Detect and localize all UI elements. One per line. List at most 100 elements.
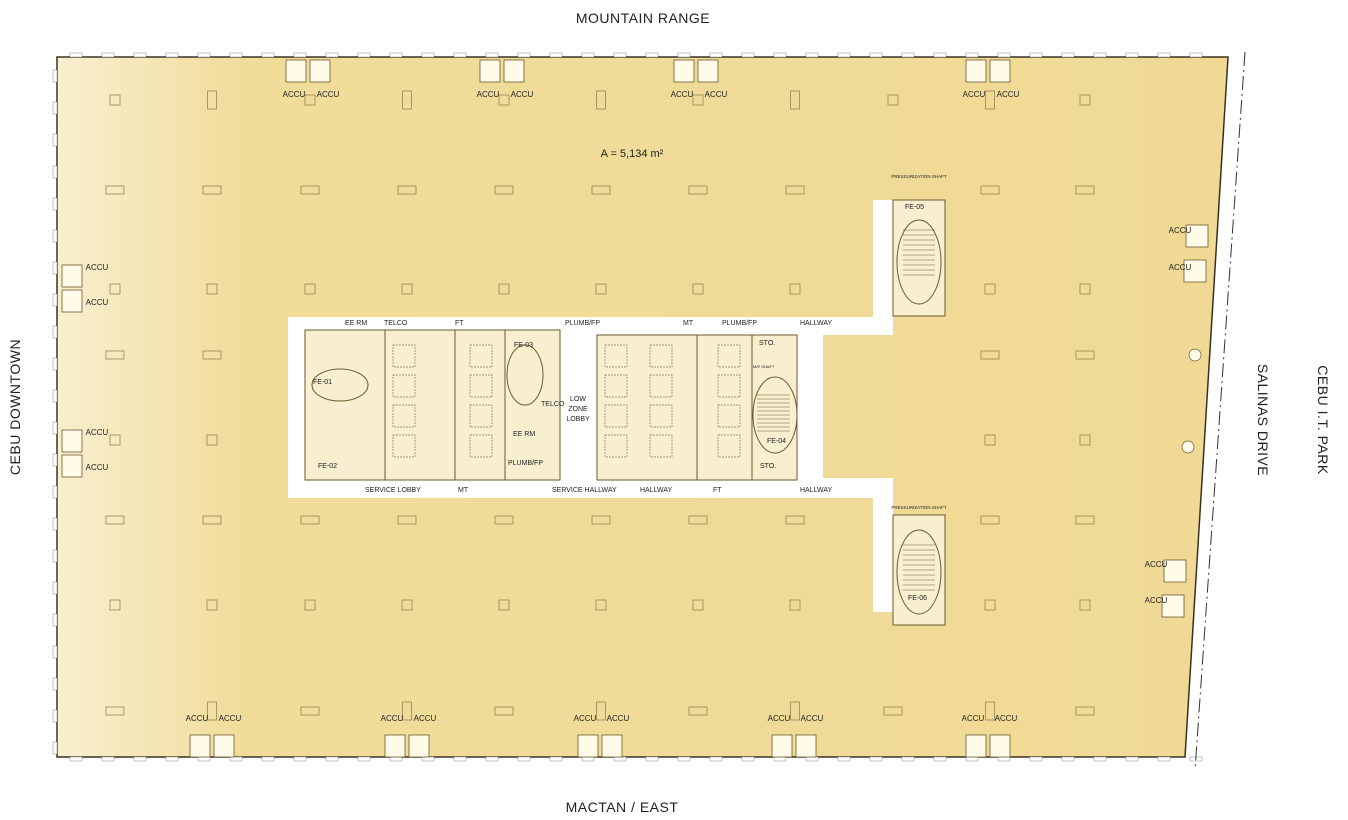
room-label: SERVICE HALLWAY [552, 487, 617, 494]
room-label: EE RM [513, 431, 535, 438]
column [984, 434, 996, 446]
accu-label: ACCU [997, 90, 1020, 99]
column [304, 94, 316, 106]
accu-unit: ACCU [768, 714, 793, 758]
column [980, 185, 1000, 195]
room-label: SERVICE LOBBY [365, 487, 421, 494]
shaft-label: M/E SHAFT [753, 364, 775, 369]
accu-label: ACCU [962, 714, 985, 723]
column [984, 283, 996, 295]
column [401, 599, 413, 611]
column [790, 701, 800, 721]
column [109, 283, 121, 295]
area-label: A = 5,134 m² [601, 148, 664, 160]
column [692, 599, 704, 611]
column [402, 90, 412, 110]
column [207, 701, 217, 721]
drain-pipe [1181, 440, 1195, 454]
column [207, 90, 217, 110]
accu-label: ACCU [574, 714, 597, 723]
accu-label: ACCU [1169, 226, 1192, 235]
accu-label: ACCU [283, 90, 306, 99]
column-grid [105, 90, 1095, 721]
column [109, 94, 121, 106]
column [785, 515, 805, 525]
accu-label: ACCU [86, 463, 109, 472]
accu-unit: ACCU [1169, 259, 1207, 283]
column [206, 434, 218, 446]
accu-unit: ACCU [601, 714, 630, 758]
stair-label: FE-02 [318, 463, 337, 470]
accu-label: ACCU [317, 90, 340, 99]
accu-label: ACCU [671, 90, 694, 99]
accu-unit: ACCU [283, 59, 307, 99]
accu-unit: ACCU [408, 714, 437, 758]
stair-label: FE-01 [313, 379, 332, 386]
accu-unit: ACCU [989, 59, 1020, 99]
stair-label: FE-05 [905, 204, 924, 211]
room-label: HALLWAY [640, 487, 672, 494]
column [300, 515, 320, 525]
accu-unit: ACCU [477, 59, 501, 99]
column [105, 515, 125, 525]
column [980, 350, 1000, 360]
accu-unit: ACCU [381, 714, 406, 758]
accu-label: ACCU [768, 714, 791, 723]
column [591, 515, 611, 525]
lobby-label: ZONE [568, 406, 588, 413]
column [105, 706, 125, 716]
accu-label: ACCU [86, 298, 109, 307]
accu-unit: ACCU [697, 59, 728, 99]
column [498, 283, 510, 295]
column [591, 185, 611, 195]
column [789, 283, 801, 295]
column [692, 94, 704, 106]
accu-unit: ACCU [61, 454, 109, 478]
column [1079, 599, 1091, 611]
room-label: PLUMB/FP [508, 460, 543, 467]
room-label: MT [458, 487, 469, 494]
column [595, 283, 607, 295]
column [692, 283, 704, 295]
column [887, 94, 899, 106]
column [202, 350, 222, 360]
column [1079, 94, 1091, 106]
lobby-label: LOBBY [566, 416, 590, 423]
column [397, 185, 417, 195]
accu-unit: ACCU [309, 59, 340, 99]
accu-label: ACCU [381, 714, 404, 723]
accu-unit: ACCU [503, 59, 534, 99]
room-label: MT [683, 320, 694, 327]
column [790, 90, 800, 110]
room-label: PLUMB/FP [722, 320, 757, 327]
accu-unit: ACCU [671, 59, 695, 99]
stair-label: FE-06 [908, 595, 927, 602]
accu-label: ACCU [1145, 596, 1168, 605]
column [688, 185, 708, 195]
core-labels: EE RM TELCO FT PLUMB/FP MT PLUMB/FP HALL… [313, 174, 947, 602]
column [494, 185, 514, 195]
accu-unit: ACCU [963, 59, 987, 99]
accu-unit: ACCU [795, 714, 824, 758]
accu-unit: ACCU [962, 714, 987, 758]
column [498, 94, 510, 106]
stair-label: FE-04 [767, 438, 786, 445]
facade-mullions [52, 52, 1203, 762]
accu-label: ACCU [186, 714, 209, 723]
column [1075, 706, 1095, 716]
column [304, 599, 316, 611]
label-east: CEBU I.T. PARK [1315, 365, 1331, 475]
stair-label: FE-03 [514, 342, 533, 349]
core-rooms [304, 199, 946, 626]
column [300, 185, 320, 195]
room-label: HALLWAY [800, 487, 832, 494]
column [785, 185, 805, 195]
column [789, 599, 801, 611]
accu-label: ACCU [705, 90, 728, 99]
accu-unit: ACCU [213, 714, 242, 758]
column [202, 515, 222, 525]
accu-label: ACCU [607, 714, 630, 723]
label-north: MOUNTAIN RANGE [576, 10, 710, 26]
accu-label: ACCU [477, 90, 500, 99]
